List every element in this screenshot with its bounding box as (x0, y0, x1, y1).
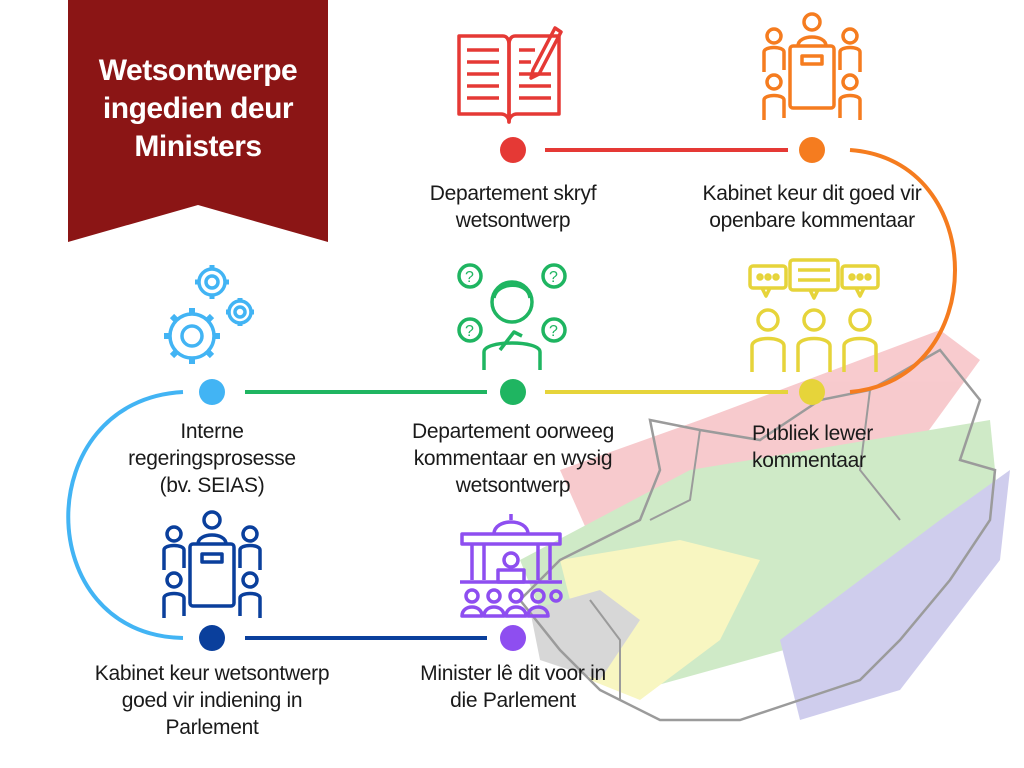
step-label-6: Kabinet keur wetsontwerp goed vir indien… (72, 660, 352, 741)
step-node-1 (500, 137, 526, 163)
step-6-line-2: goed vir indiening in (121, 689, 303, 712)
step-node-6 (199, 625, 225, 651)
meeting-table-icon (762, 12, 862, 120)
step-node-3 (799, 379, 825, 405)
step-3-line-1: Publiek lewer (752, 422, 873, 445)
step-5-line-1: Interne (180, 420, 244, 443)
step-2-line-1: Kabinet keur dit goed vir (702, 182, 922, 205)
book-pen-icon (457, 26, 563, 124)
thinking-person-icon: ? ? ? ? (457, 263, 567, 370)
step-label-5: Interne regeringsprosesse (bv. SEIAS) (100, 418, 324, 499)
step-7-line-2: die Parlement (450, 689, 576, 712)
title-line-2: ingedien deur (102, 92, 294, 125)
step-4-line-1: Departement oorweeg (411, 420, 615, 443)
svg-text:?: ? (465, 323, 474, 340)
connector-step5-step6 (66, 390, 184, 640)
step-5-line-2: regeringsprosesse (128, 447, 296, 470)
public-speech-bubbles-icon (748, 258, 880, 372)
step-label-7: Minister lê dit voor in die Parlement (393, 660, 633, 714)
step-node-2 (799, 137, 825, 163)
step-1-line-1: Departement skryf (429, 182, 597, 205)
svg-text:?: ? (549, 269, 558, 286)
step-node-4 (500, 379, 526, 405)
step-label-4: Departement oorweeg kommentaar en wysig … (393, 418, 633, 499)
step-4-line-3: wetsontwerp (455, 474, 571, 497)
step-6-line-1: Kabinet keur wetsontwerp (94, 662, 330, 685)
step-3-line-2: kommentaar (752, 449, 866, 472)
banner-shape (68, 0, 328, 242)
svg-text:?: ? (465, 269, 474, 286)
step-6-line-3: Parlement (165, 716, 259, 739)
step-7-line-1: Minister lê dit voor in (420, 662, 606, 685)
step-4-line-2: kommentaar en wysig (413, 447, 613, 470)
parliament-building-icon (460, 514, 563, 618)
title-line-3: Ministers (134, 130, 262, 163)
svg-text:?: ? (549, 323, 558, 340)
step-label-3: Publiek lewer kommentaar (752, 420, 952, 474)
step-label-1: Departement skryf wetsontwerp (393, 180, 633, 234)
step-5-line-3: (bv. SEIAS) (159, 474, 265, 497)
page-title: Wetsontwerpe ingedien deur Ministers (68, 52, 328, 166)
step-1-line-2: wetsontwerp (455, 209, 571, 232)
connector-step2-step3 (849, 148, 957, 394)
meeting-table-icon (162, 510, 262, 618)
step-2-line-2: openbare kommentaar (709, 209, 915, 232)
step-node-7 (500, 625, 526, 651)
title-banner: Wetsontwerpe ingedien deur Ministers (68, 0, 328, 242)
step-node-5 (199, 379, 225, 405)
gears-icon (164, 265, 254, 364)
step-label-2: Kabinet keur dit goed vir openbare komme… (672, 180, 952, 234)
title-line-1: Wetsontwerpe (98, 54, 298, 87)
